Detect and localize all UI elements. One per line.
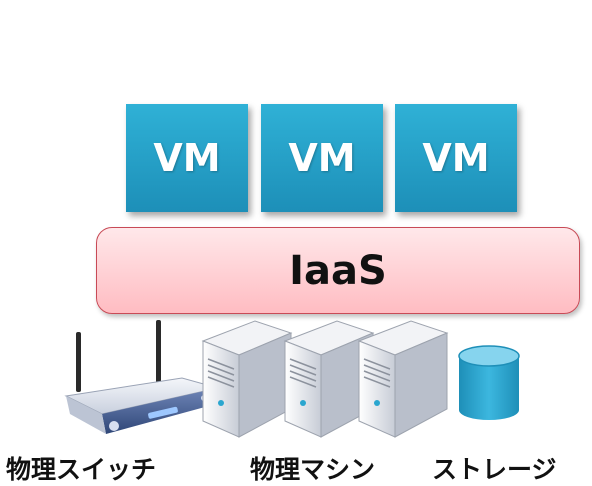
vm-box-2: VM [261,104,383,212]
vm-label-1: VM [153,136,221,180]
label-physical-machine: 物理マシン [250,455,376,484]
server-icon [357,320,449,438]
vm-box-3: VM [395,104,517,212]
label-physical-switch: 物理スイッチ [6,455,157,484]
vm-label-3: VM [422,136,490,180]
router-icon [64,320,219,434]
server-icon [201,320,293,438]
vm-box-1: VM [126,104,248,212]
label-storage: ストレージ [432,455,557,484]
iaas-label: IaaS [289,247,387,294]
storage-cylinder-icon [458,345,520,420]
iaas-layer: IaaS [96,227,580,314]
vm-label-2: VM [288,136,356,180]
